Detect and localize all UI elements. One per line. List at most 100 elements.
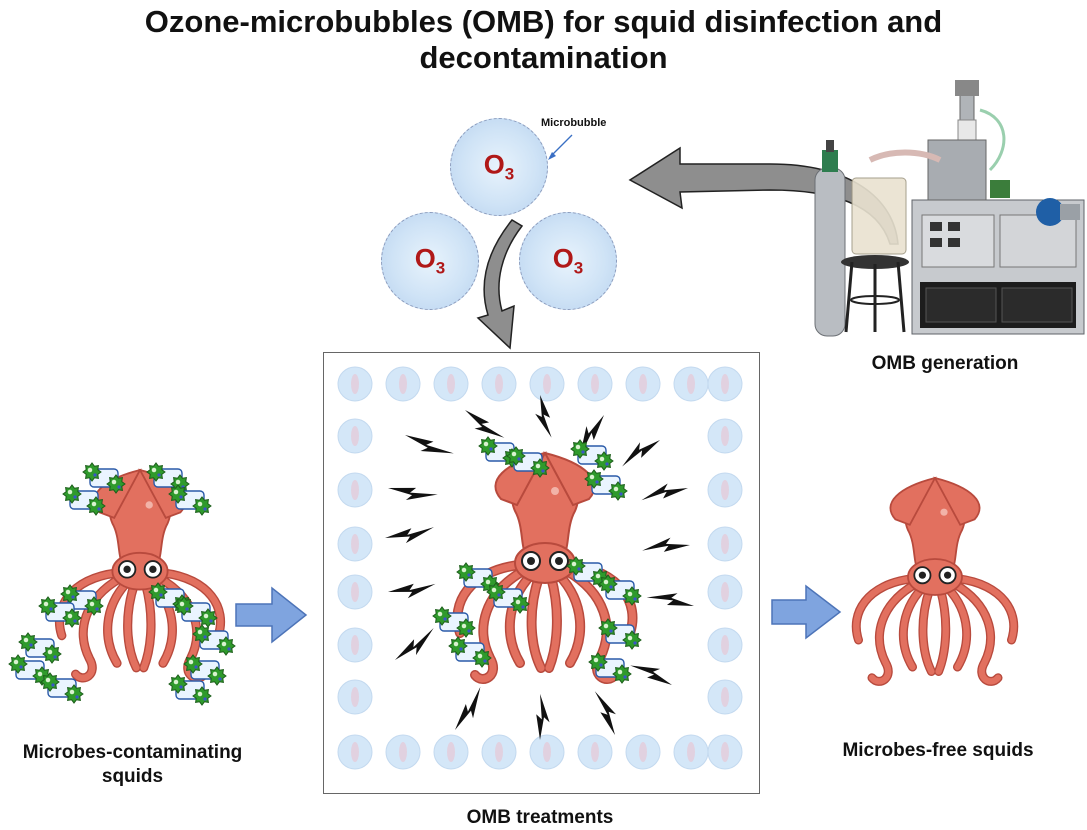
lightning-bolt-icon: [646, 593, 694, 606]
microbe-cluster-icon: [598, 618, 642, 650]
lightning-bolt-icon: [642, 537, 690, 552]
microbe-icon: [478, 436, 498, 456]
lightning-bolt-icon: [395, 628, 434, 660]
microbe-icon: [18, 632, 38, 652]
microbe-icon: [456, 562, 476, 582]
treatment-microbubble-icon: [385, 366, 421, 402]
microbe-icon: [584, 469, 604, 489]
microbe-icon: [216, 636, 236, 656]
microbe-icon: [38, 596, 58, 616]
diagram-title: Ozone-microbubbles (OMB) for squid disin…: [0, 4, 1087, 76]
microbe-cluster-icon: [174, 596, 218, 628]
microbe-icon: [510, 594, 530, 614]
treatment-microbubble-icon: [337, 472, 373, 508]
microbe-icon: [192, 686, 212, 706]
microbe-icon: [588, 652, 608, 672]
microbe-icon: [42, 644, 62, 664]
microbe-icon: [472, 648, 492, 668]
microbe-icon: [598, 618, 618, 638]
microbe-cluster-icon: [38, 596, 82, 628]
microbe-icon: [622, 630, 642, 650]
lightning-bolt-icon: [465, 410, 505, 438]
treatment-microbubble-icon: [673, 734, 709, 770]
treatment-microbubble-icon: [707, 418, 743, 454]
microbe-cluster-icon: [168, 484, 212, 516]
lightning-bolt-icon: [622, 440, 660, 467]
title-line-1: Ozone-microbubbles (OMB) for squid disin…: [144, 4, 943, 39]
microbe-cluster-icon: [62, 484, 106, 516]
o3-subscript: 3: [435, 258, 446, 278]
ozone-microbubble-top: O3: [450, 118, 548, 216]
lightning-bolt-icon: [385, 527, 434, 544]
microbe-icon: [62, 608, 82, 628]
ozone-microbubble-left: O3: [381, 212, 479, 310]
treatment-microbubble-icon: [433, 366, 469, 402]
treatment-microbubble-icon: [481, 366, 517, 402]
lightning-bolt-icon: [535, 395, 552, 438]
lightning-bolt-icon: [388, 487, 438, 500]
treatment-microbubble-icon: [337, 366, 373, 402]
treatment-microbubble-icon: [707, 679, 743, 715]
o3-symbol: O: [483, 149, 505, 180]
microbe-cluster-icon: [584, 469, 628, 501]
contaminated-squids-label: Microbes-contaminating squids: [0, 741, 265, 789]
microbe-icon: [448, 636, 468, 656]
microbe-cluster-icon: [8, 654, 52, 686]
microbe-icon: [594, 451, 614, 471]
treatment-microbubble-icon: [625, 734, 661, 770]
treatment-microbubble-icon: [337, 627, 373, 663]
treatment-microbubble-icon: [707, 734, 743, 770]
microbe-cluster-icon: [60, 584, 104, 616]
microbe-icon: [8, 654, 28, 674]
microbe-icon: [40, 672, 60, 692]
treatment-microbubble-icon: [707, 366, 743, 402]
microbe-icon: [192, 624, 212, 644]
microbe-cluster-icon: [40, 672, 84, 704]
microbe-cluster-icon: [506, 446, 550, 478]
treatment-microbubble-icon: [529, 734, 565, 770]
treatment-microbubble-icon: [385, 734, 421, 770]
contaminated-label-line-1: Microbes-contaminating: [22, 742, 243, 763]
microbe-icon: [622, 586, 642, 606]
treatment-microbubble-icon: [625, 366, 661, 402]
contaminated-label-line-2: squids: [101, 766, 164, 787]
omb-treatments-label: OMB treatments: [466, 807, 614, 828]
microbe-cluster-icon: [598, 574, 642, 606]
microbe-cluster-icon: [432, 606, 476, 638]
microbe-cluster-icon: [82, 462, 126, 494]
microbe-icon: [84, 596, 104, 616]
treatment-microbubble-icon: [707, 472, 743, 508]
o3-subscript: 3: [573, 258, 584, 278]
microbe-cluster-icon: [448, 636, 492, 668]
microbe-icon: [64, 684, 84, 704]
treatment-microbubble-icon: [577, 734, 613, 770]
microbe-icon: [174, 596, 194, 616]
treatment-microbubble-icon: [707, 574, 743, 610]
treatment-microbubble-icon: [337, 526, 373, 562]
microbe-cluster-icon: [183, 654, 227, 686]
treatment-microbubble-icon: [707, 526, 743, 562]
microbe-cluster-icon: [588, 652, 632, 684]
microbe-icon: [530, 458, 550, 478]
treatment-microbubble-icon: [707, 627, 743, 663]
microbe-icon: [608, 481, 628, 501]
microbe-icon: [168, 674, 188, 694]
lightning-bolt-icon: [594, 691, 616, 735]
o3-symbol: O: [552, 243, 574, 274]
o3-symbol: O: [414, 243, 436, 274]
microbes-free-squids-label: Microbes-free squids: [842, 740, 1034, 761]
lightning-bolt-icon: [630, 665, 672, 685]
lightning-bolt-icon: [405, 435, 454, 454]
contaminated-squid-body: [54, 468, 226, 683]
lightning-bolt-icon: [536, 693, 550, 740]
lightning-bolt-icon: [579, 415, 604, 457]
treatment-microbubble-icon: [433, 734, 469, 770]
microbe-icon: [62, 484, 82, 504]
treatment-microbubble-icon: [337, 418, 373, 454]
treatment-microbubble-icon: [337, 679, 373, 715]
